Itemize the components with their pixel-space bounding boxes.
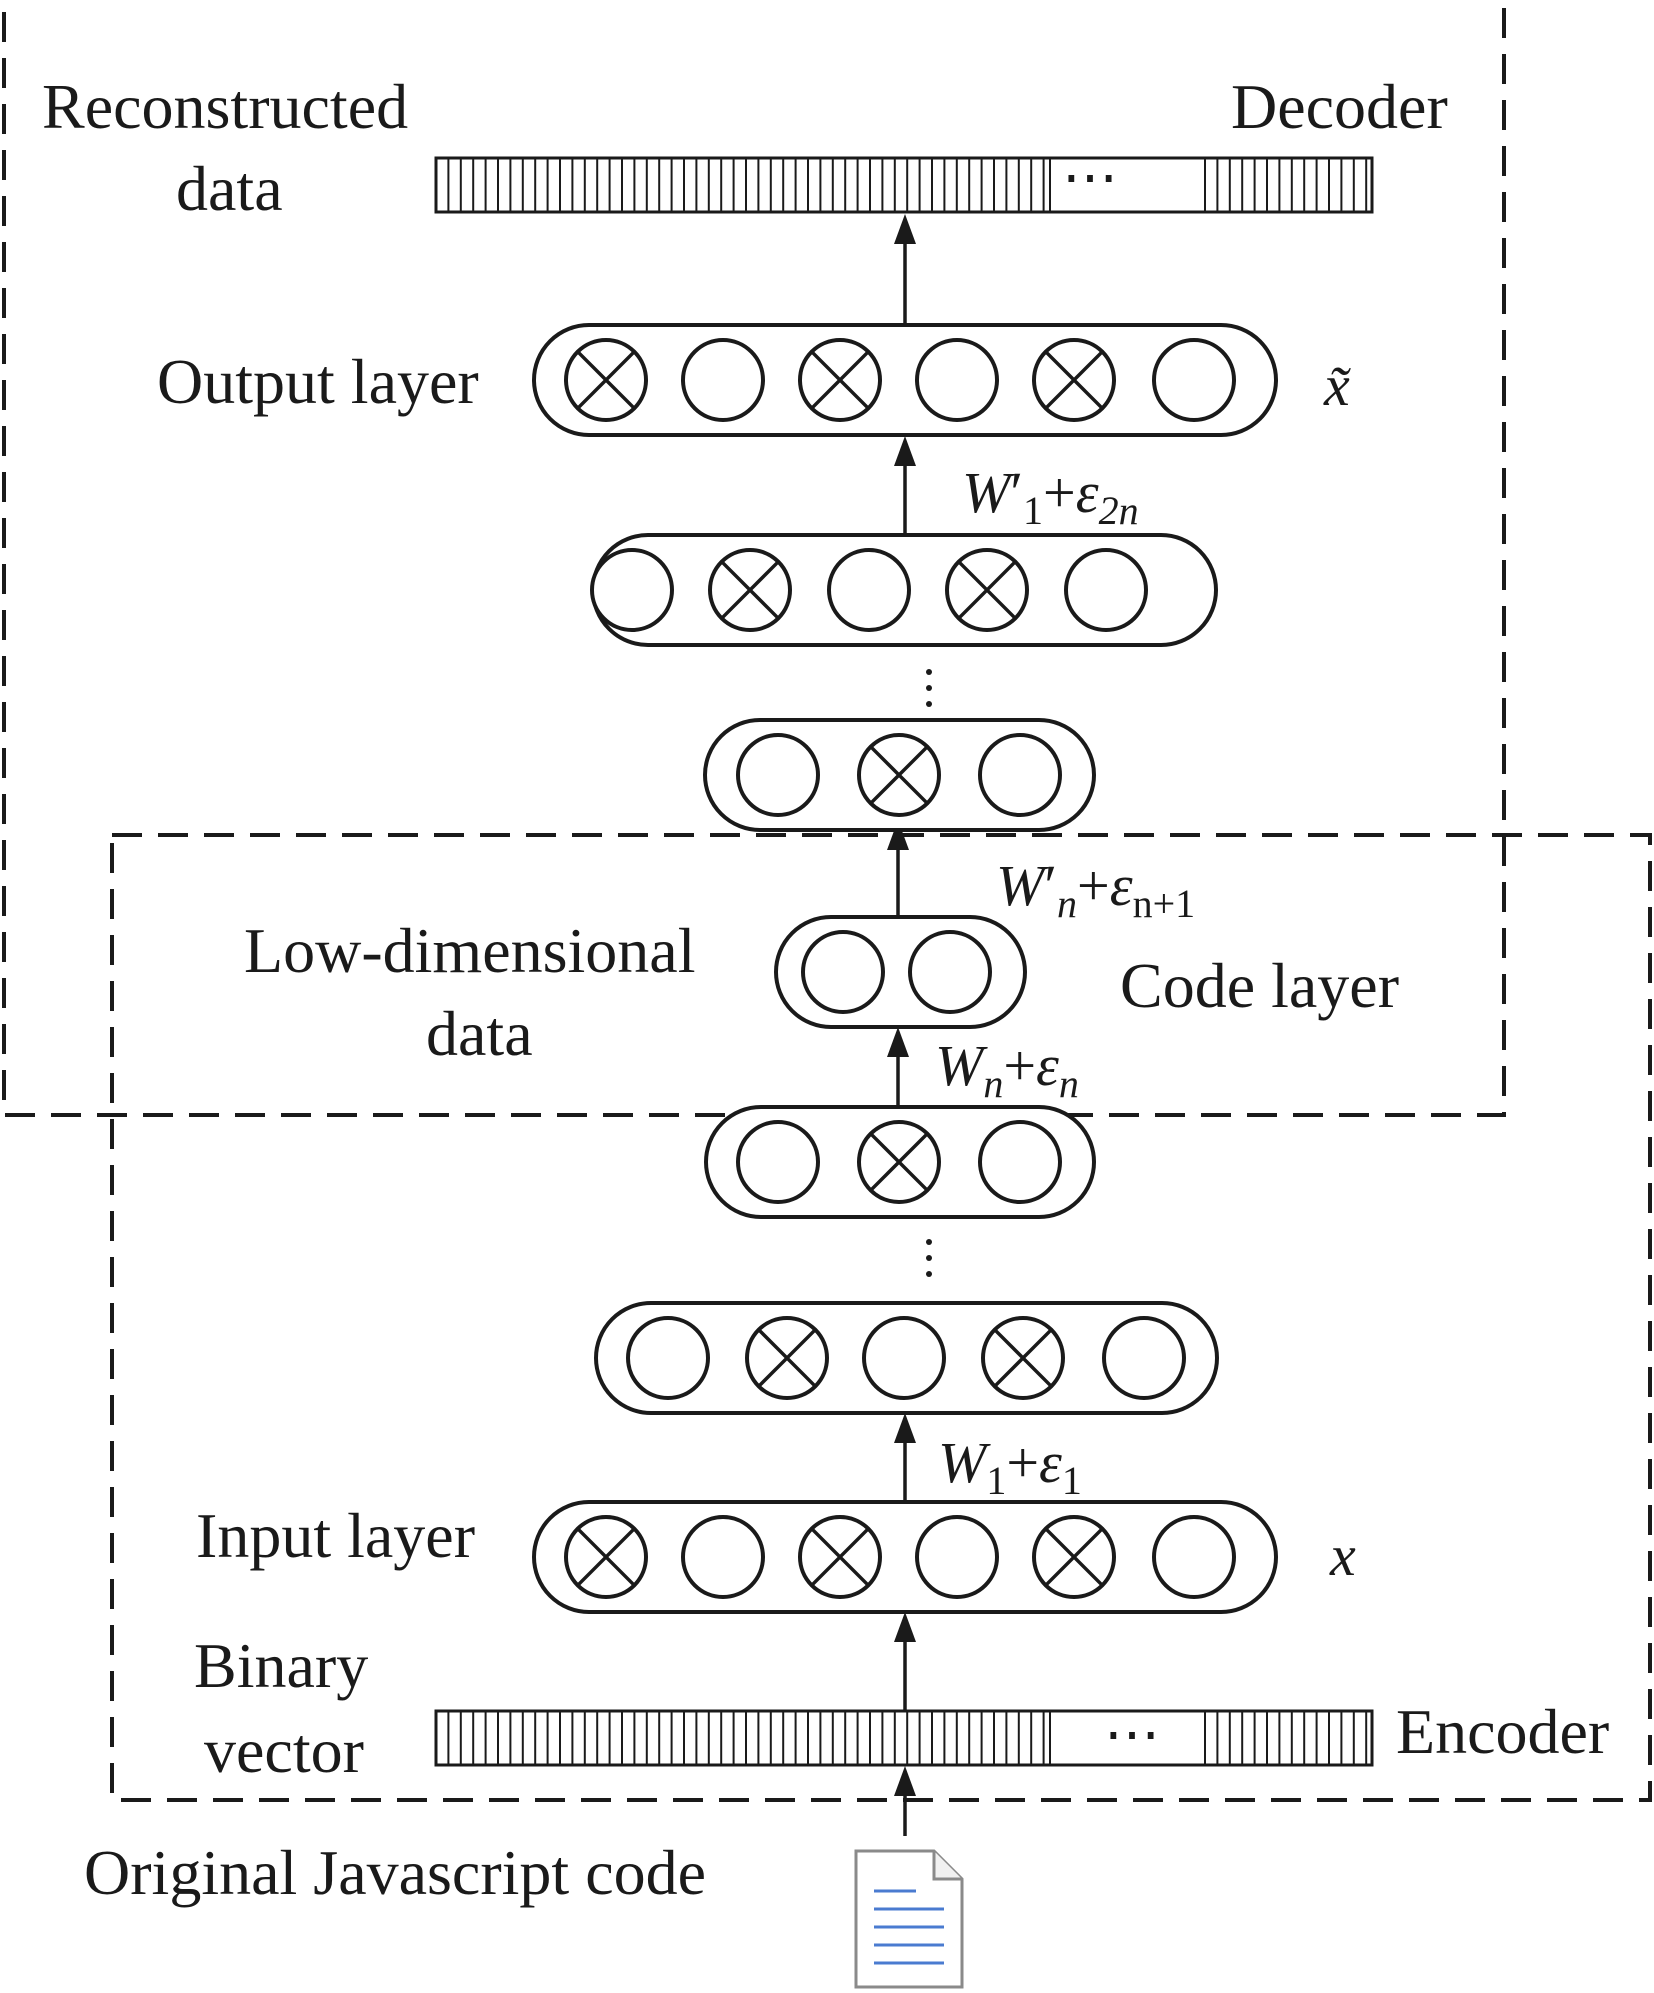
neuron-node <box>908 930 992 1014</box>
top-vector-ellipsis: ⋯ <box>1062 147 1118 209</box>
neuron-node <box>626 1316 710 1400</box>
arrows <box>887 214 916 1836</box>
neuron-node <box>862 1316 946 1400</box>
neuron-node <box>1102 1316 1186 1400</box>
code-layer-label: Code layer <box>1120 950 1399 1021</box>
output-layer <box>532 323 1278 437</box>
decoder-hidden-n <box>703 718 1096 832</box>
binary-label-line2: vector <box>204 1715 364 1786</box>
w1-eps1-label: W1+ε1 <box>938 1430 1082 1503</box>
low-dimensional-label-line1: Low-dimensional <box>244 915 695 986</box>
decoder-hidden-1 <box>590 533 1218 647</box>
neuron-node <box>827 548 911 632</box>
neuron-node <box>590 548 674 632</box>
network-layers <box>532 323 1278 1614</box>
neuron-node <box>915 1515 999 1599</box>
binary-vector <box>434 1709 1374 1767</box>
up-arrow <box>887 1027 909 1105</box>
dropout-node-icon <box>945 548 1029 632</box>
neuron-node <box>736 733 820 817</box>
up-arrow <box>894 1413 916 1500</box>
up-arrow <box>894 1766 916 1836</box>
dropout-node-icon <box>798 1515 882 1599</box>
neuron-node <box>801 930 885 1014</box>
neuron-node <box>978 733 1062 817</box>
output-layer-label: Output layer <box>157 346 479 417</box>
neuron-node <box>1152 1515 1236 1599</box>
neuron-node <box>915 338 999 422</box>
neuron-node <box>681 1515 765 1599</box>
dropout-node-icon <box>798 338 882 422</box>
wn-prime-epsn1-label: W′n+εn+1 <box>996 853 1195 926</box>
dropout-node-icon <box>1032 1515 1116 1599</box>
reconstructed-label-line2: data <box>176 153 283 224</box>
neuron-node <box>681 338 765 422</box>
dropout-node-icon <box>564 338 648 422</box>
dropout-node-icon <box>981 1316 1065 1400</box>
encoder-hidden-1 <box>594 1301 1219 1415</box>
w1-prime-eps2n-label: W′1+ε2n <box>962 460 1139 533</box>
dropout-node-icon <box>745 1316 829 1400</box>
encoder-hidden-n <box>704 1105 1096 1219</box>
reconstructed-data-vector <box>434 156 1374 214</box>
up-arrow <box>894 436 916 533</box>
neuron-node <box>736 1120 820 1204</box>
vector-frame <box>434 156 1374 214</box>
wn-epsn-label: Wn+εn <box>935 1033 1079 1106</box>
vector-frame <box>434 1709 1374 1767</box>
up-arrow <box>887 820 909 918</box>
input-layer-label: Input layer <box>196 1500 475 1571</box>
document-icon <box>854 1849 964 1989</box>
neuron-node <box>978 1120 1062 1204</box>
up-arrow <box>894 214 916 323</box>
up-arrow <box>894 1612 916 1711</box>
dropout-node-icon <box>708 548 792 632</box>
input-layer <box>532 1500 1278 1614</box>
neuron-node <box>1152 338 1236 422</box>
reconstructed-label-line1: Reconstructed <box>42 71 408 142</box>
original-code-label: Original Javascript code <box>84 1837 706 1908</box>
bottom-vector-ellipsis: ⋯ <box>1104 1704 1160 1766</box>
decoder-label: Decoder <box>1231 71 1448 142</box>
x-tilde-label: x̃ <box>1323 353 1351 418</box>
encoder-region <box>110 833 1652 1802</box>
dropout-node-icon <box>564 1515 648 1599</box>
encoder-label: Encoder <box>1396 1696 1609 1767</box>
neuron-node <box>1064 548 1148 632</box>
low-dimensional-label-line2: data <box>426 998 533 1069</box>
dropout-node-icon <box>857 1120 941 1204</box>
x-label: x <box>1329 1523 1356 1588</box>
binary-label-line1: Binary <box>194 1630 368 1701</box>
code-layer <box>774 915 1027 1029</box>
encoder-vertical-ellipsis <box>926 1239 932 1277</box>
dropout-node-icon <box>1032 338 1116 422</box>
decoder-vertical-ellipsis <box>926 669 932 707</box>
dropout-node-icon <box>857 733 941 817</box>
